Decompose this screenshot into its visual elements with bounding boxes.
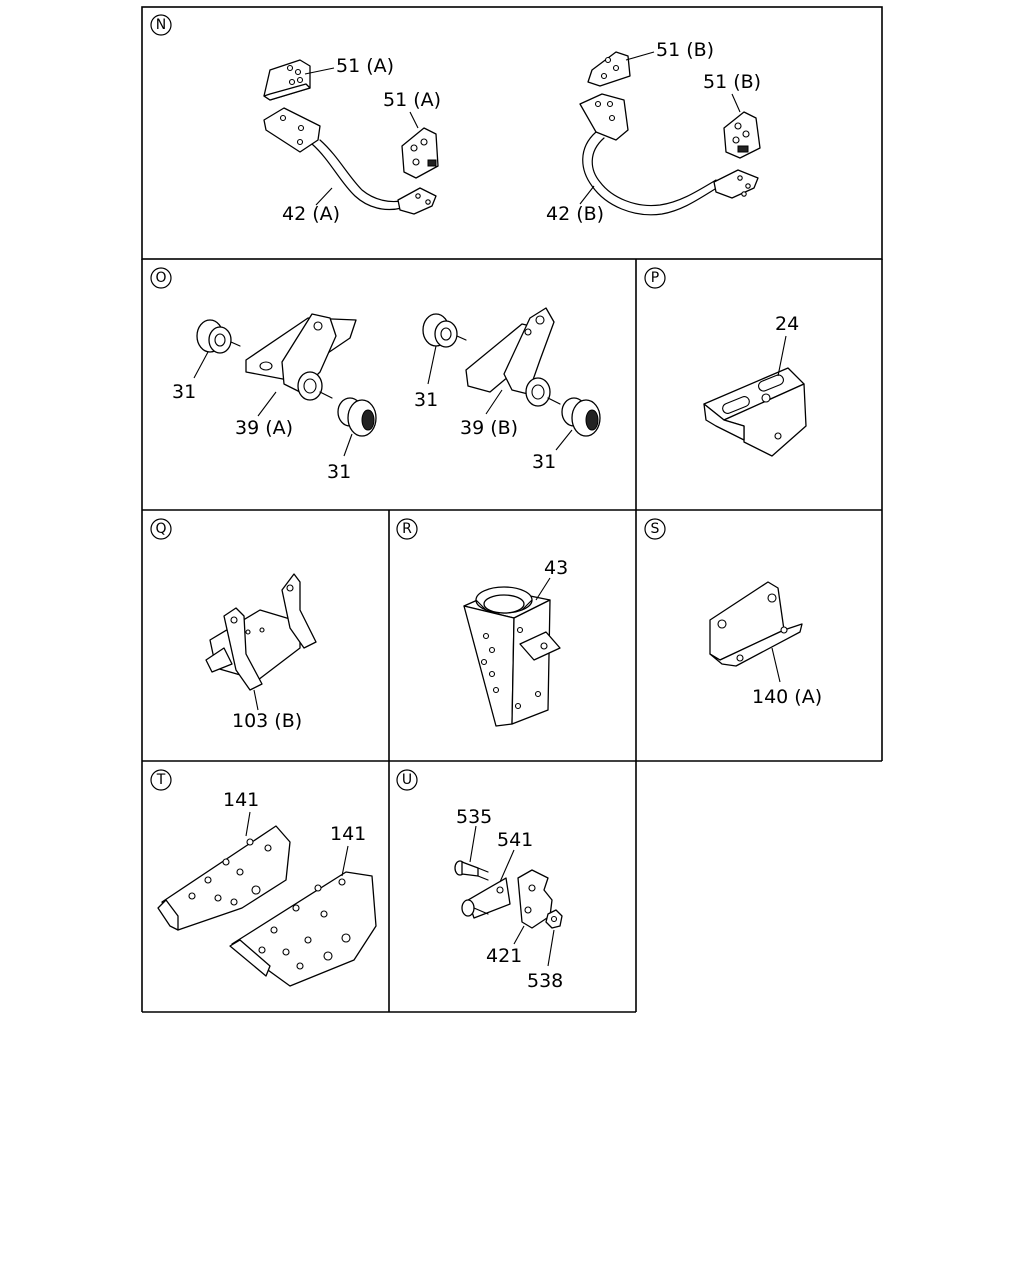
label-141-1: 141	[223, 789, 259, 811]
leader-31-2	[343, 433, 353, 457]
leader-42b	[579, 185, 595, 205]
section-s: S 140 (A)	[644, 518, 822, 708]
section-r-marker: R	[396, 518, 418, 540]
leader-103b	[253, 689, 259, 711]
label-541: 541	[497, 829, 533, 851]
bolt-535	[454, 860, 489, 881]
label-535: 535	[456, 806, 492, 828]
leader-141-1	[245, 811, 251, 837]
section-q-marker: Q	[150, 518, 172, 540]
label-39a: 39 (A)	[235, 417, 293, 439]
bracket-51a-upper	[263, 59, 311, 101]
leader-51b-1	[625, 51, 655, 61]
section-p: P 24	[644, 267, 807, 457]
bracket-51a-lower	[401, 127, 439, 179]
label-141-2: 141	[330, 823, 366, 845]
leader-421	[513, 925, 525, 945]
bracket-51b-lower	[723, 111, 761, 159]
stabilizer-bar-42a	[263, 107, 437, 215]
label-42a: 42 (A)	[282, 203, 340, 225]
leader-51a-2	[409, 111, 419, 129]
stabilizer-bar-42b	[579, 93, 759, 216]
label-31-2: 31	[327, 461, 351, 483]
leader-39b	[485, 389, 503, 415]
leader-31-3	[427, 345, 437, 385]
leader-141-2	[341, 845, 349, 877]
leader-31-1	[193, 351, 209, 379]
bushing-31-b-right	[561, 397, 601, 437]
leader-39a	[257, 391, 277, 417]
bracket-103b	[205, 573, 317, 691]
leader-140a	[771, 647, 781, 683]
label-39b: 39 (B)	[460, 417, 518, 439]
label-43: 43	[544, 557, 568, 579]
section-t-letter: T	[156, 772, 166, 788]
bracket-24	[703, 367, 807, 457]
section-u-letter: U	[402, 772, 412, 788]
leader-51b-2	[731, 93, 741, 113]
section-p-marker: P	[644, 267, 666, 289]
stud-plate-541	[461, 877, 511, 919]
leader-51a-1	[304, 67, 335, 75]
label-51b-2: 51 (B)	[703, 71, 761, 93]
leader-538	[547, 929, 555, 967]
label-51a-1: 51 (A)	[336, 55, 394, 77]
bushing-31-a-right	[337, 397, 377, 437]
section-u: U 535 541 421 538	[396, 769, 563, 992]
section-o-marker: O	[150, 267, 172, 289]
leader-31-4	[555, 429, 573, 451]
section-o-letter: O	[155, 270, 166, 286]
section-t-marker: T	[150, 769, 172, 791]
label-140a: 140 (A)	[752, 686, 822, 708]
bushing-31-a-left	[196, 319, 241, 354]
bracket-39a	[245, 313, 357, 401]
label-421: 421	[486, 945, 522, 967]
leader-43	[535, 577, 551, 601]
section-s-marker: S	[644, 518, 666, 540]
section-o: O 31 39 (A) 31	[150, 267, 601, 483]
grid-frame	[141, 6, 883, 1013]
label-24: 24	[775, 313, 799, 335]
leader-42a	[315, 187, 333, 206]
section-n: N	[150, 14, 761, 225]
label-538: 538	[527, 970, 563, 992]
bushing-31-b-left	[422, 313, 467, 348]
leader-535	[469, 825, 477, 863]
section-t: T	[150, 769, 377, 987]
label-31-4: 31	[532, 451, 556, 473]
label-31-3: 31	[414, 389, 438, 411]
section-p-letter: P	[651, 270, 659, 286]
bracket-43	[463, 586, 561, 727]
section-u-marker: U	[396, 769, 418, 791]
label-103b: 103 (B)	[232, 710, 302, 732]
section-q: Q 103 (B)	[150, 518, 317, 732]
leader-541	[499, 849, 515, 883]
plate-141-left	[157, 825, 291, 931]
label-42b: 42 (B)	[546, 203, 604, 225]
plate-141-right	[229, 871, 377, 987]
label-51a-2: 51 (A)	[383, 89, 441, 111]
label-51b-1: 51 (B)	[656, 39, 714, 61]
bracket-140a	[709, 581, 803, 667]
section-n-marker: N	[150, 14, 172, 36]
nut-538	[545, 909, 563, 929]
section-n-letter: N	[156, 17, 166, 33]
section-r-letter: R	[402, 521, 412, 537]
leader-24	[777, 335, 787, 377]
bracket-421	[517, 869, 553, 929]
section-s-letter: S	[651, 521, 660, 537]
section-r: R 43	[396, 518, 568, 727]
bracket-51b-upper	[587, 51, 631, 87]
bracket-39b	[465, 307, 561, 407]
section-q-letter: Q	[155, 521, 166, 537]
label-31-1: 31	[172, 381, 196, 403]
